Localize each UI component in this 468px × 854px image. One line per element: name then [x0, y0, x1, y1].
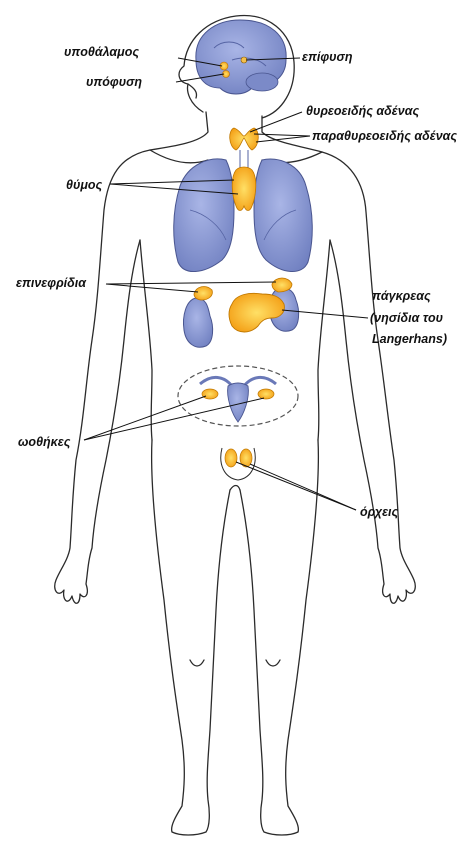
leader-ovary-left: [84, 396, 206, 440]
left-adrenal: [194, 287, 212, 300]
right-leg-outline: [240, 440, 318, 835]
label-thyroid: θυρεοειδής αδένας: [306, 104, 419, 118]
leader-parathyroid-a: [254, 134, 310, 136]
label-pituitary: υπόφυση: [86, 75, 142, 89]
right-knee: [266, 660, 280, 666]
left-leg-outline: [152, 440, 230, 835]
label-pancreas-2: (νησίδια του: [370, 311, 443, 325]
brain: [196, 20, 286, 94]
label-hypothalamus: υποθάλαμος: [64, 45, 139, 59]
cerebellum: [246, 73, 278, 91]
reproductive-female: [200, 377, 276, 422]
thyroid: [230, 128, 259, 150]
label-parathyroid: παραθυρεοειδής αδένας: [312, 129, 457, 143]
leader-adrenal-left: [106, 284, 198, 292]
label-pancreas-3: Langerhans): [372, 332, 447, 346]
neck-left: [150, 112, 208, 150]
torso-right: [318, 240, 330, 440]
thyroid-gland: [230, 128, 259, 150]
label-pineal: επίφυση: [302, 50, 353, 64]
right-lung: [254, 159, 312, 272]
label-adrenals: επινεφρίδια: [16, 276, 87, 290]
right-arm-outline: [322, 152, 415, 603]
left-kidney: [184, 298, 213, 347]
label-ovaries: ωοθήκες: [18, 435, 71, 449]
chest-line: [150, 150, 208, 163]
crotch-outline: [230, 486, 240, 491]
leader-testis-b: [250, 464, 356, 510]
leader-testis-a: [236, 462, 356, 510]
torso-left: [140, 240, 152, 440]
label-thymus: θύμος: [66, 178, 103, 192]
left-testis: [225, 449, 237, 467]
left-ovary: [202, 389, 218, 399]
left-arm-outline: [55, 150, 150, 603]
leader-parathyroid-b: [256, 136, 310, 142]
thymus-gland: [232, 167, 256, 211]
leader-thyroid: [250, 112, 302, 132]
right-ovary: [258, 389, 274, 399]
label-testes: όρχεις: [360, 505, 399, 519]
left-knee: [190, 660, 204, 666]
label-pancreas-1: πάγκρεας: [372, 289, 431, 303]
thymus: [232, 167, 256, 211]
abdomen-organs: [184, 278, 299, 347]
